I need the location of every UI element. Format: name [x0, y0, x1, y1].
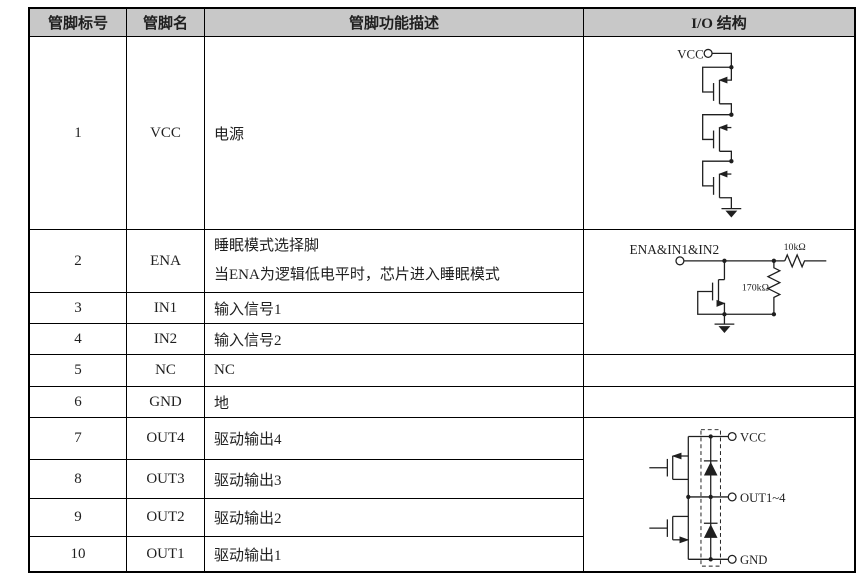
pin-number-cell: 2 — [30, 230, 127, 293]
pin-desc-cell: 输入信号1 — [205, 293, 584, 324]
input-terminal-label: ENA&IN1&IN2 — [629, 242, 719, 257]
io-cell-input: ENA&IN1&IN2 10kΩ 170kΩ — [584, 230, 854, 355]
pin-number-cell: 7 — [30, 418, 127, 460]
header-pin-number: 管脚标号 — [30, 9, 127, 37]
mosfet-arrow-icon — [716, 299, 726, 307]
output-io-circuit-diagram: VCC OUT1~4 GND — [649, 429, 786, 567]
pin-desc-cell: 驱动输出2 — [205, 499, 584, 537]
input-terminal-icon — [675, 256, 685, 266]
diode-icon — [703, 461, 718, 476]
header-pin-description: 管脚功能描述 — [205, 9, 584, 37]
pin-name-cell: GND — [127, 387, 205, 418]
io-cell-empty — [584, 387, 854, 418]
resistor-10k-icon — [784, 253, 827, 269]
gnd-rail-label: GND — [740, 553, 767, 567]
pin-desc-cell: 电源 — [205, 37, 584, 230]
pin-number-cell: 9 — [30, 499, 127, 537]
pin-desc-cell: 驱动输出1 — [205, 537, 584, 571]
input-io-circuit-diagram: ENA&IN1&IN2 10kΩ 170kΩ — [629, 242, 827, 334]
desc-line-1: 睡眠模式选择脚 — [214, 238, 320, 254]
pin-desc-cell: NC — [205, 355, 584, 387]
pin-name-cell: ENA — [127, 230, 205, 293]
diode-column-box — [700, 429, 721, 567]
pin-number-cell: 4 — [30, 324, 127, 355]
out-terminal-icon — [727, 492, 737, 502]
gnd-terminal-icon — [727, 554, 737, 564]
desc-line-2: 当ENA为逻辑低电平时，芯片进入睡眠模式 — [214, 267, 500, 283]
pin-name-cell: NC — [127, 355, 205, 387]
pin-name-cell: OUT1 — [127, 537, 205, 571]
pin-number-cell: 3 — [30, 293, 127, 324]
vcc-terminal-icon — [703, 48, 713, 58]
pin-name-cell: IN2 — [127, 324, 205, 355]
pin-name-cell: VCC — [127, 37, 205, 230]
out-rail-label: OUT1~4 — [740, 491, 786, 505]
header-io-structure: I/O 结构 — [584, 9, 854, 37]
vcc-io-circuit-diagram: VCC — [677, 47, 742, 218]
pin-name-cell: OUT4 — [127, 418, 205, 460]
pin-desc-cell: 地 — [205, 387, 584, 418]
pin-name-cell: OUT2 — [127, 499, 205, 537]
pin-desc-cell: 驱动输出3 — [205, 460, 584, 499]
mosfet-arrow-icon — [718, 76, 728, 84]
pin-number-cell: 6 — [30, 387, 127, 418]
mosfet-arrow-icon — [718, 170, 728, 178]
mosfet-arrow-icon — [671, 452, 682, 460]
pin-name-cell: IN1 — [127, 293, 205, 324]
diode-icon — [703, 524, 718, 538]
pin-number-cell: 10 — [30, 537, 127, 571]
vcc-terminal-label: VCC — [677, 47, 703, 61]
pin-number-cell: 8 — [30, 460, 127, 499]
pin-number-cell: 5 — [30, 355, 127, 387]
vcc-terminal-icon — [727, 431, 737, 442]
io-cell-vcc: VCC — [584, 37, 854, 230]
shunt-resistor-label: 170kΩ — [742, 283, 769, 294]
io-cell-empty — [584, 355, 854, 387]
pin-desc-cell: 输入信号2 — [205, 324, 584, 355]
pin-name-cell: OUT3 — [127, 460, 205, 499]
resistor-170k-icon — [766, 260, 782, 315]
mosfet-arrow-icon — [679, 536, 690, 544]
io-cell-output: VCC OUT1~4 GND — [584, 418, 854, 571]
pin-desc-cell: 驱动输出4 — [205, 418, 584, 460]
pin-desc-cell: 睡眠模式选择脚 当ENA为逻辑低电平时，芯片进入睡眠模式 — [205, 230, 584, 293]
series-resistor-label: 10kΩ — [784, 242, 806, 253]
header-pin-name: 管脚名 — [127, 9, 205, 37]
pin-number-cell: 1 — [30, 37, 127, 230]
vcc-rail-label: VCC — [740, 430, 766, 444]
mosfet-arrow-icon — [718, 124, 728, 132]
pin-function-table: 管脚标号 管脚名 管脚功能描述 I/O 结构 1 VCC 电源 — [28, 7, 856, 573]
